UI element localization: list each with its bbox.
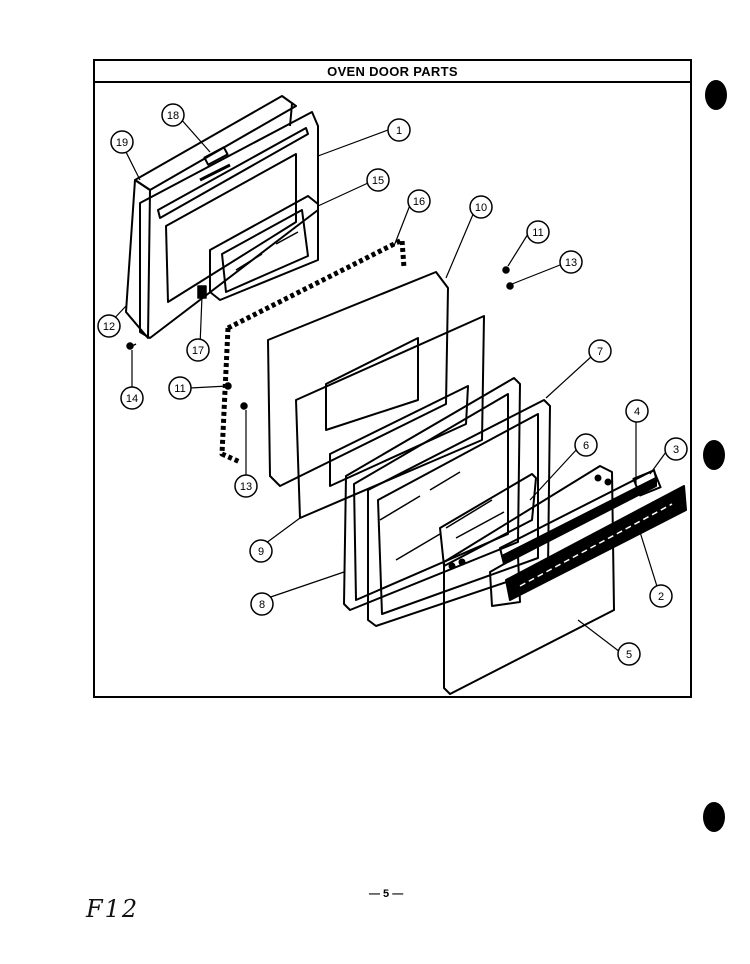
- part-2-handle: [505, 485, 687, 601]
- part-5-outer-panel: [443, 465, 615, 695]
- callout-label: 9: [258, 546, 264, 558]
- callout-label: 7: [597, 346, 603, 358]
- callout-label: 6: [583, 440, 589, 452]
- part-6-small-window: [439, 473, 537, 567]
- callout-label: 19: [116, 137, 128, 149]
- binder-hole-top: [705, 80, 727, 110]
- callout-label: 12: [103, 321, 115, 333]
- part-8-glass-frame: [343, 377, 521, 611]
- page-number: — 5 —: [369, 888, 404, 900]
- callout-label: 10: [475, 202, 487, 214]
- part-3-end-cap: [632, 469, 662, 497]
- leader-lines: [108, 117, 667, 653]
- callout-label: 17: [192, 345, 204, 357]
- callout-label: 14: [126, 393, 138, 405]
- callout-label: 8: [259, 599, 265, 611]
- callout-labels: 1 2 3 4 5 6 7 8 9 10 11 11 12 13 13 14 1…: [103, 110, 679, 661]
- diagram-frame: OVEN DOOR PARTS: [93, 59, 692, 698]
- binder-hole-bottom: [703, 802, 725, 832]
- callout-label: 18: [167, 110, 179, 122]
- callout-label: 11: [174, 383, 185, 395]
- callout-label: 13: [565, 257, 577, 269]
- callout-label: 16: [413, 196, 425, 208]
- part-10-insulation: [267, 271, 449, 487]
- handwritten-note: F12: [86, 895, 140, 923]
- part-16-gasket: [219, 237, 407, 465]
- callout-label: 1: [396, 125, 402, 137]
- diagram-title: OVEN DOOR PARTS: [327, 63, 458, 79]
- callout-label: 5: [626, 649, 632, 661]
- callout-label: 13: [240, 481, 252, 493]
- part-18-label: [203, 146, 229, 166]
- callout-label: 15: [372, 175, 384, 187]
- callout-label: 2: [658, 591, 664, 603]
- callout-label: 3: [673, 444, 679, 456]
- part-15-window-pack: [209, 195, 319, 301]
- title-bar: OVEN DOOR PARTS: [95, 61, 690, 83]
- binder-hole-middle: [703, 440, 725, 470]
- callout-circles: [97, 103, 688, 666]
- callout-label: 4: [634, 406, 640, 418]
- part-9-inner-glass: [295, 315, 485, 519]
- part-1-door-liner: [139, 111, 319, 339]
- callout-label: 11: [532, 227, 543, 239]
